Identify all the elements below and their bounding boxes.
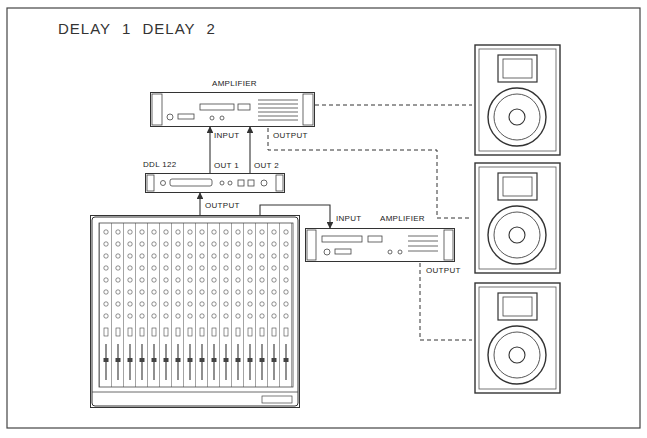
jack-label: INPUT (336, 214, 362, 224)
device-label: AMPLIFIER (380, 214, 425, 224)
delay-unit: DDL 122 (145, 173, 285, 193)
amplifier: AMPLIFIER (150, 92, 315, 127)
amplifier-front (307, 230, 453, 260)
device-label: AMPLIFIER (212, 79, 257, 89)
signal-cable (249, 127, 250, 173)
mixing-console: OUTPUT (90, 215, 300, 408)
jack-label: OUTPUT (426, 266, 461, 276)
signal-cable (209, 127, 210, 173)
speaker-wire (268, 105, 472, 340)
amplifier-front (152, 94, 313, 125)
diagram-title: DELAY 1 DELAY 2 (58, 20, 216, 37)
amplifier: AMPLIFIER (305, 228, 455, 262)
frame (7, 8, 640, 428)
speaker (475, 283, 560, 393)
device-label: OUTPUT (205, 201, 240, 211)
jack-label: INPUT (214, 131, 240, 141)
jack-label: OUT 2 (254, 161, 279, 171)
speaker (475, 163, 560, 273)
delay-front (147, 175, 283, 191)
device-label: DDL 122 (143, 160, 176, 170)
signal-cable (260, 205, 330, 228)
mixer-surface (92, 217, 298, 406)
signal-cable (199, 193, 200, 215)
jack-label: OUTPUT (273, 131, 308, 141)
speaker (475, 45, 560, 155)
jack-label: OUT 1 (214, 161, 239, 171)
